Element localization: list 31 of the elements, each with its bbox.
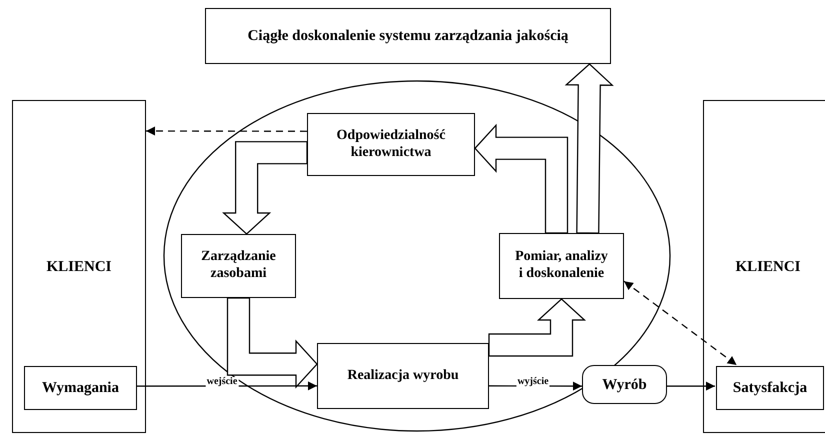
box-label: Zarządzanie zasobami [200, 249, 277, 283]
process-box [307, 113, 475, 176]
customer-panel [12, 100, 146, 433]
edge-label: wyjście [516, 376, 550, 387]
process-ellipse [163, 80, 671, 432]
process-box [181, 234, 296, 298]
box-label: Odpowiedzialność kierownictwa [336, 128, 446, 162]
arrow [146, 126, 307, 136]
product-box [582, 365, 667, 404]
box-label: Satysfakcja [732, 379, 808, 397]
block-arrow [488, 298, 586, 357]
customer-panel [703, 100, 825, 433]
heading-box [205, 8, 611, 64]
panel-title: KLIENCI [45, 258, 113, 276]
panel-title: KLIENCI [734, 258, 802, 276]
process-box [24, 366, 137, 410]
box-label: Pomiar, analizy i doskonalenie [514, 249, 609, 283]
edge-label: wejście [206, 377, 238, 387]
block-arrow [474, 124, 568, 234]
box-label: Realizacja wyrobu [346, 368, 460, 384]
arrow [667, 382, 715, 391]
block-arrow [222, 141, 308, 235]
process-box [499, 233, 624, 299]
process-box [317, 343, 489, 409]
box-label: Ciągłe doskonalenie systemu zarządzania jakością [246, 27, 570, 45]
box-label: Wymagania [41, 379, 120, 397]
process-box [716, 366, 824, 410]
block-arrow [226, 297, 318, 389]
block-arrow [564, 63, 614, 234]
arrow [624, 280, 737, 366]
box-label: Wyrób [601, 376, 648, 394]
